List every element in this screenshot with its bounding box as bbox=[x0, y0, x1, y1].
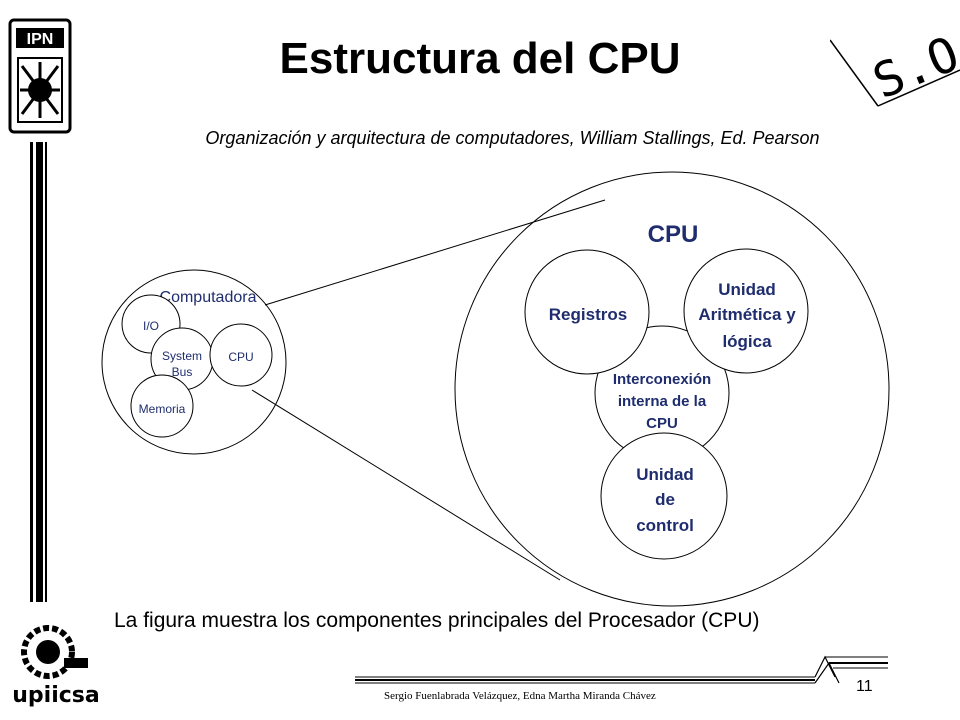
footer-authors: Sergio Fuenlabrada Velázquez, Edna Marth… bbox=[384, 690, 656, 702]
footer-lines bbox=[355, 655, 888, 684]
alu-circle bbox=[683, 248, 809, 374]
control-unit-label-2: de bbox=[655, 490, 675, 509]
interconnect-label-1: Interconexión bbox=[613, 371, 711, 388]
control-unit-label-1: Unidad bbox=[636, 465, 694, 484]
memory-circle bbox=[130, 374, 194, 438]
upiicsa-logo-text: upiicsa bbox=[12, 683, 99, 708]
system-bus-label-1: System bbox=[162, 349, 202, 363]
system-bus-label-2: Bus bbox=[172, 365, 193, 379]
control-unit-circle bbox=[600, 432, 728, 560]
io-label: I/O bbox=[143, 319, 159, 333]
computer-cpu-label: CPU bbox=[228, 350, 253, 364]
alu-label-2: Aritmética y bbox=[698, 305, 796, 324]
slide-caption: La figura muestra los componentes princi… bbox=[114, 609, 760, 632]
registers-circle bbox=[524, 249, 650, 375]
interconnect-label-3: CPU bbox=[646, 415, 678, 432]
slide-title: Estructura del CPU bbox=[279, 34, 681, 83]
vertical-bars bbox=[30, 142, 47, 602]
memory-label: Memoria bbox=[139, 402, 186, 416]
zoom-line-bottom bbox=[251, 389, 561, 581]
ipn-logo: IPN bbox=[8, 18, 72, 134]
upiicsa-logo: upiicsa bbox=[12, 625, 100, 708]
ipn-logo-text: IPN bbox=[27, 31, 54, 48]
computer-circle bbox=[101, 269, 287, 455]
cpu-label: CPU bbox=[648, 221, 699, 248]
cpu-circle bbox=[454, 171, 890, 607]
registers-label: Registros bbox=[549, 305, 627, 324]
alu-label-1: Unidad bbox=[718, 280, 776, 299]
page-number: 11 bbox=[856, 678, 873, 695]
alu-label-3: lógica bbox=[722, 332, 772, 351]
slide-subtitle: Organización y arquitectura de computado… bbox=[205, 128, 820, 148]
zoom-line-top bbox=[264, 199, 606, 306]
interconnect-label-2: interna de la bbox=[618, 393, 707, 410]
computer-cpu-circle bbox=[209, 323, 273, 387]
computer-label: Computadora bbox=[160, 289, 257, 306]
control-unit-label-3: control bbox=[636, 516, 694, 535]
so-corner-mark: S.O. bbox=[830, 15, 960, 108]
